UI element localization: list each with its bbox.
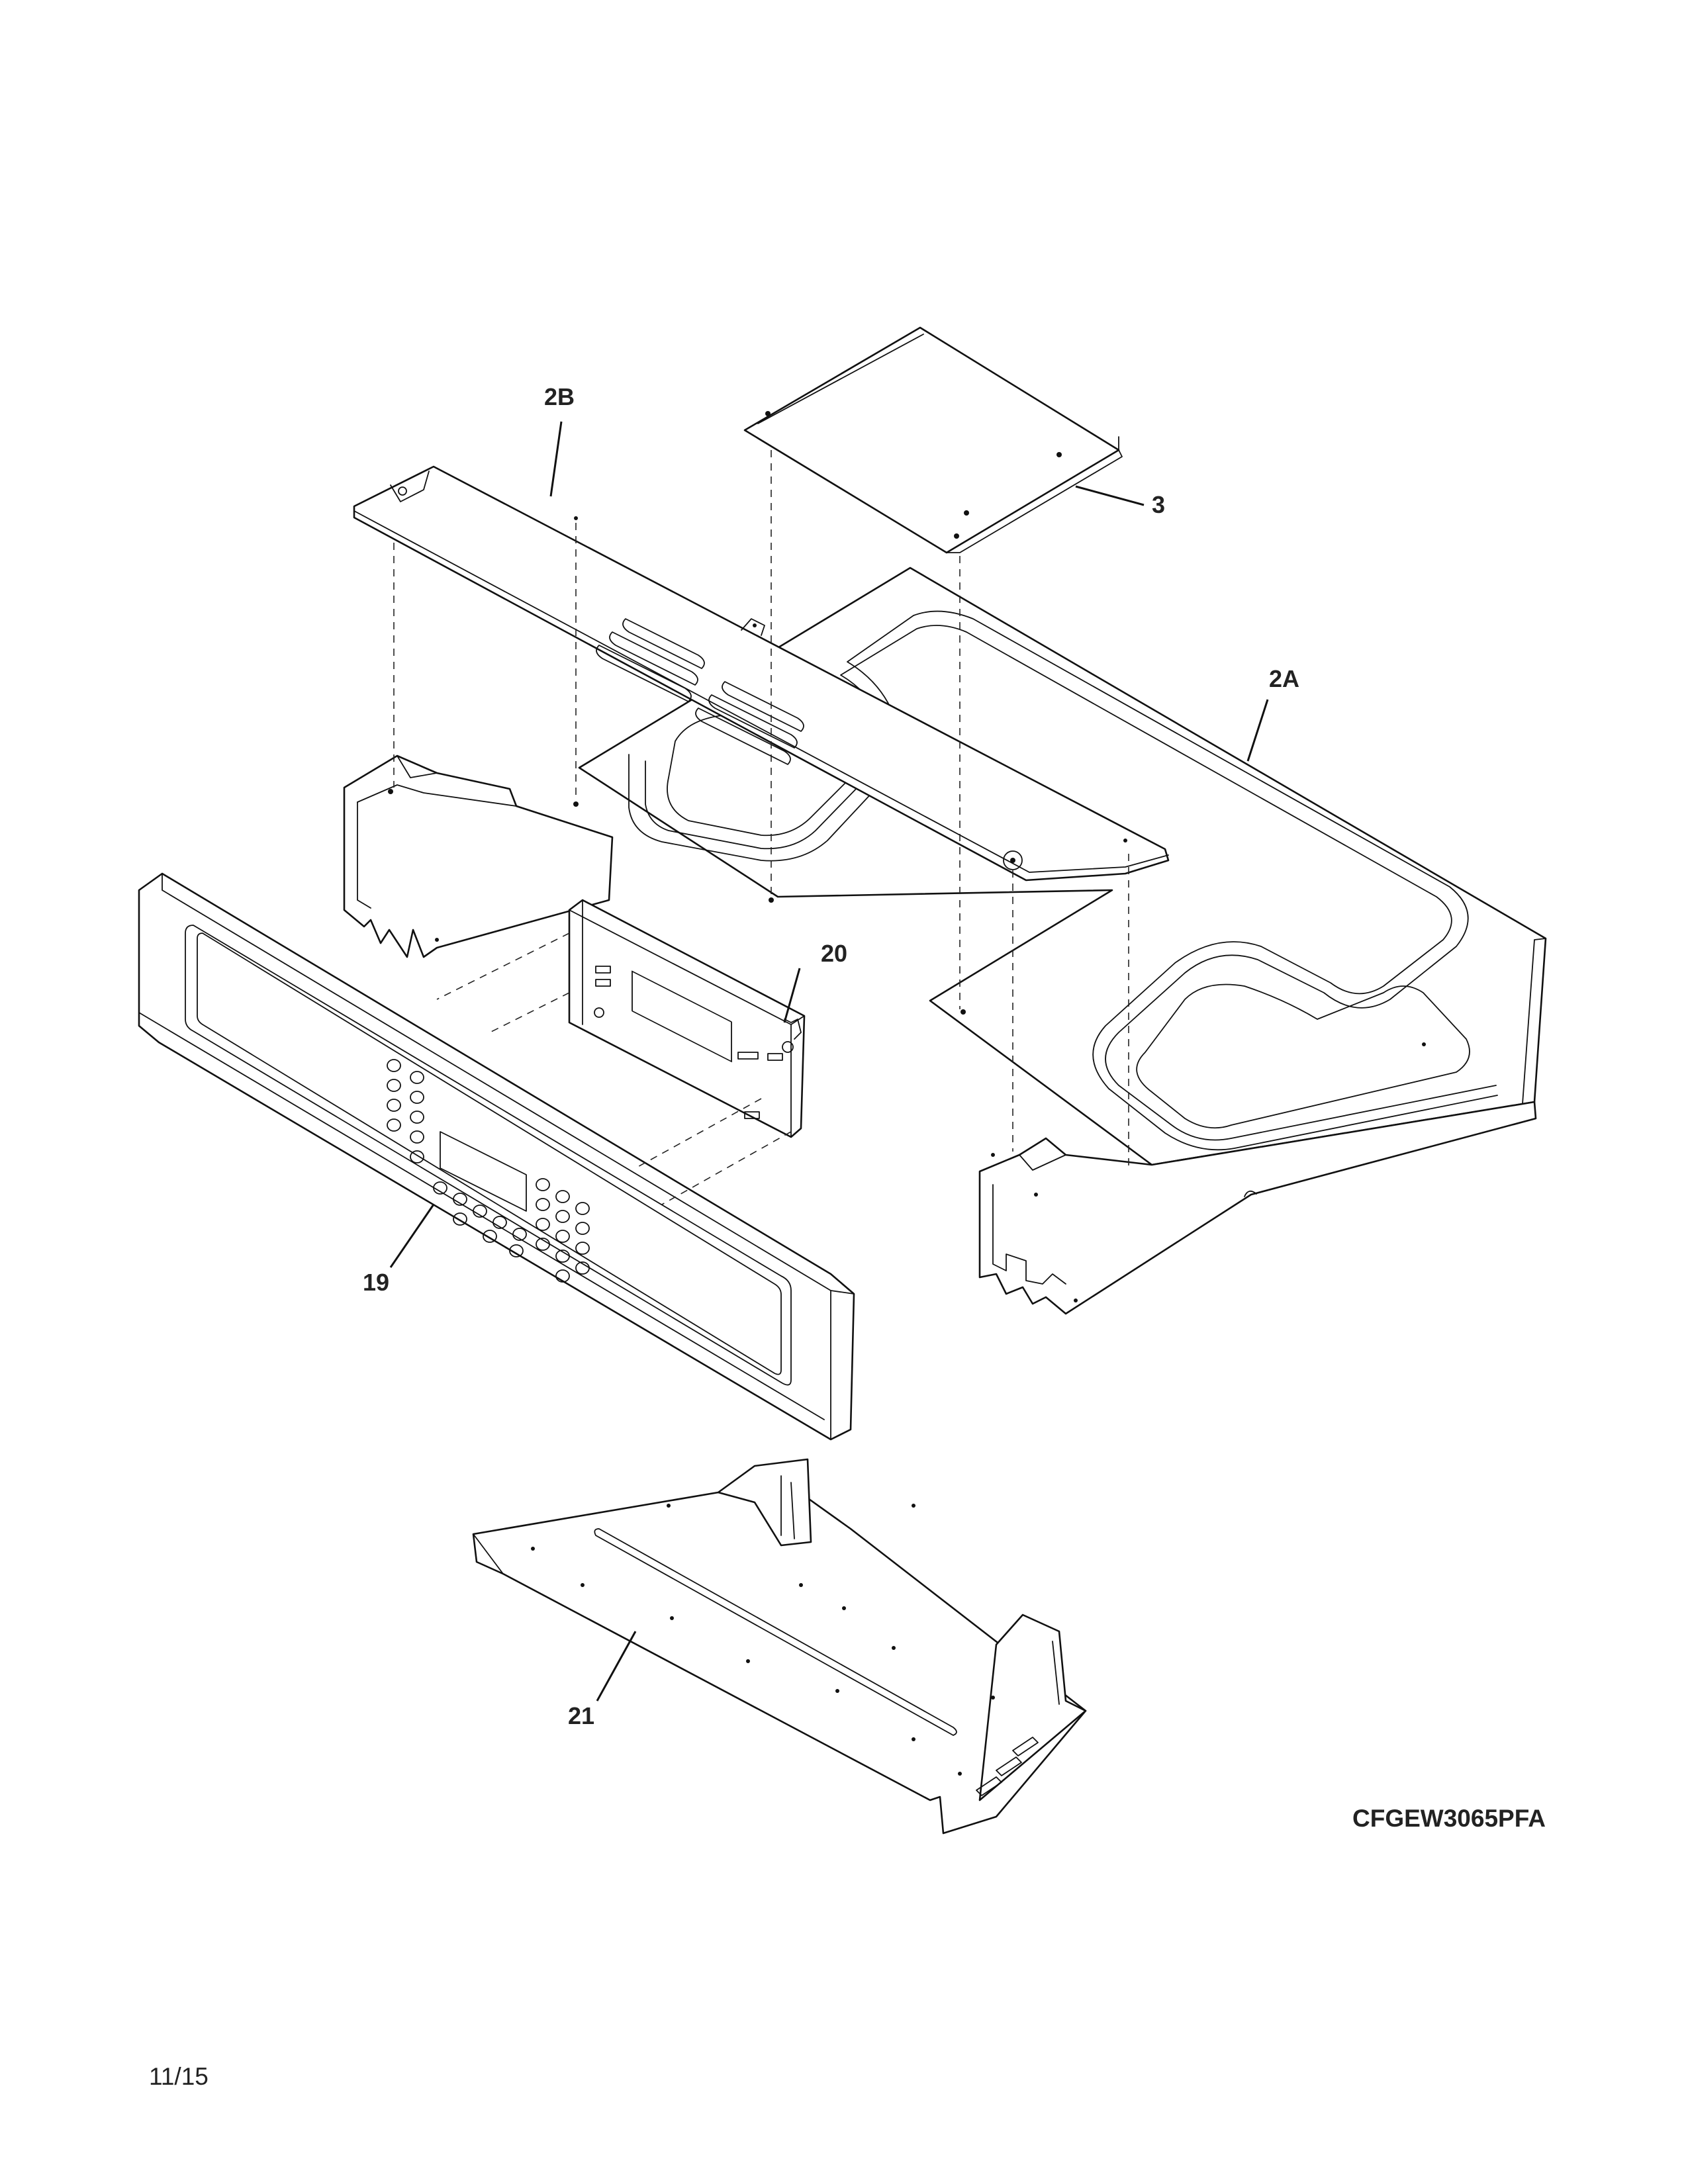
callout-leaders bbox=[389, 421, 1269, 1702]
left-side-bracket bbox=[343, 754, 614, 958]
part-19-control-panel bbox=[138, 872, 855, 1441]
keypad-buttons bbox=[387, 1059, 590, 1283]
right-side-bracket bbox=[978, 1101, 1537, 1315]
callout-3: 3 bbox=[1152, 491, 1165, 518]
callout-21: 21 bbox=[568, 1702, 594, 1729]
part-2b-vent-trim bbox=[353, 465, 1170, 882]
part-20-control-board bbox=[568, 899, 806, 1138]
part-3-cover-plate bbox=[743, 326, 1123, 554]
revision-date: 11/15 bbox=[149, 2063, 209, 2090]
callout-2b: 2B bbox=[544, 383, 575, 410]
callout-19: 19 bbox=[363, 1269, 389, 1296]
part-21-bottom-tray bbox=[472, 1458, 1087, 1835]
model-number: CFGEW3065PFA bbox=[1352, 1805, 1546, 1832]
callout-20: 20 bbox=[821, 940, 847, 967]
assembly-lines bbox=[393, 450, 1129, 1205]
callout-2a: 2A bbox=[1269, 665, 1299, 692]
